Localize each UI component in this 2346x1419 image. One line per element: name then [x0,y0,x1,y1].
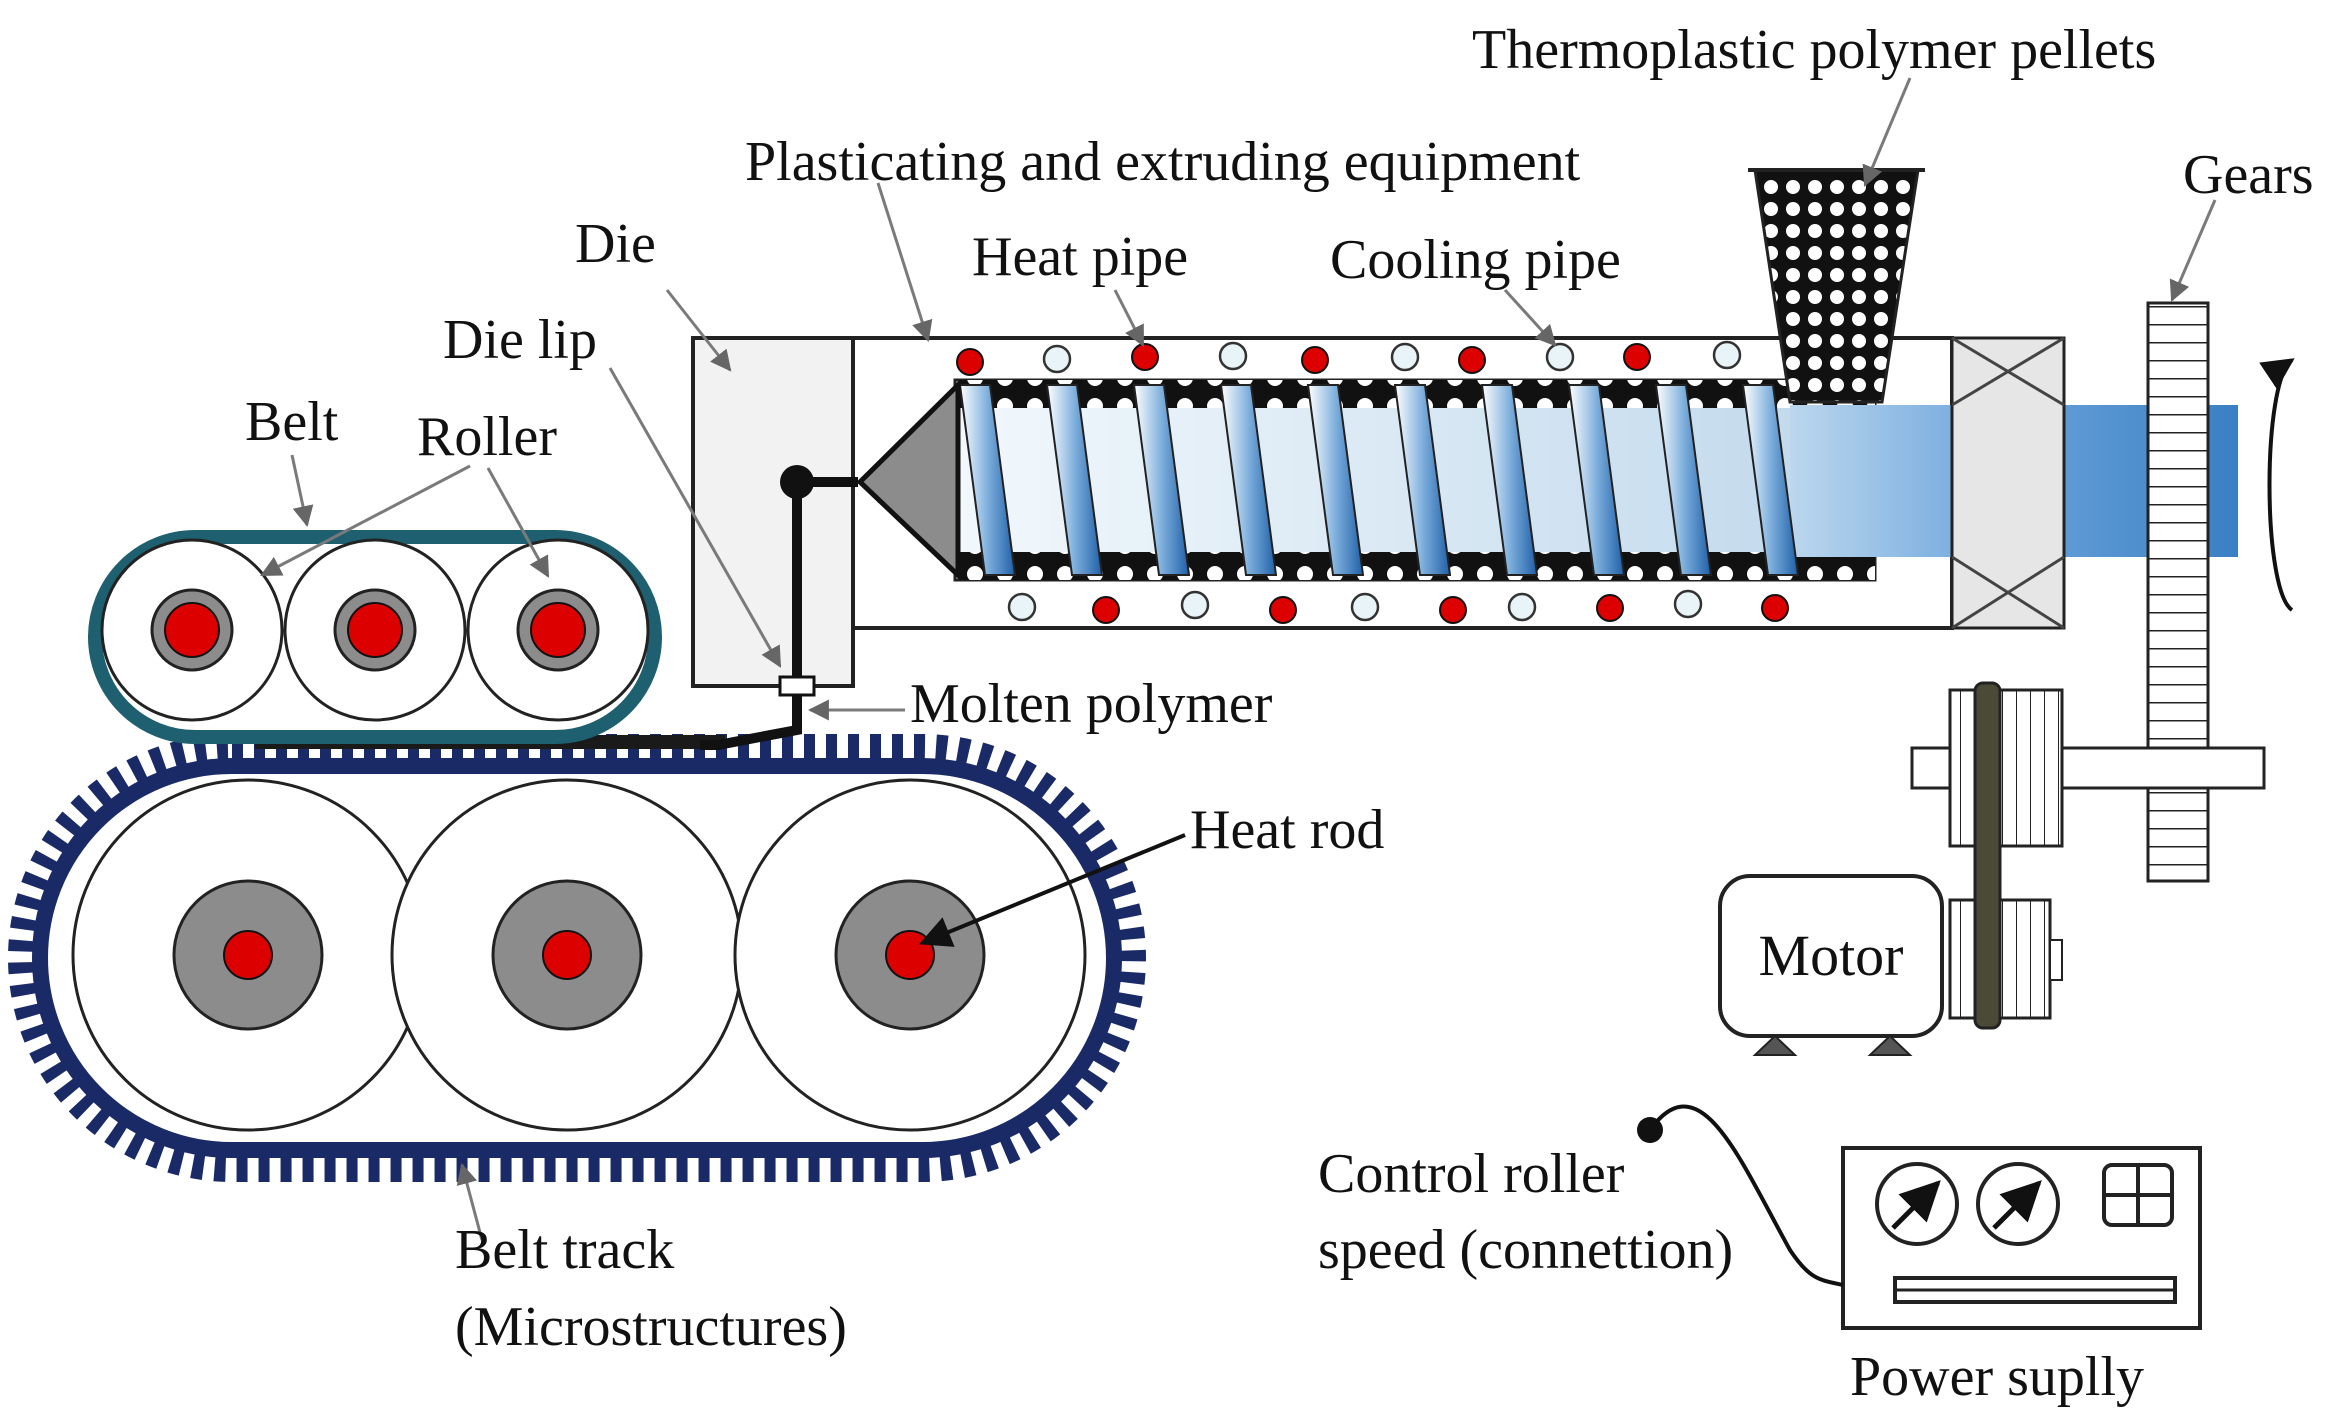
molten-polymer-path [700,477,858,750]
labels: Thermoplastic polymer pellets Plasticati… [245,19,2314,1408]
drive-belt [1973,681,2002,1030]
large-roller-1 [71,778,425,1132]
gear [2146,301,2210,883]
motor-foot-right [1867,1034,1913,1056]
motor-body [1718,874,1944,1038]
label-belt-track-line2: (Microstructures) [455,1296,847,1358]
label-belt-track-line1: Belt track [455,1219,674,1281]
switch-grid [2102,1163,2174,1227]
die-junction [780,465,814,499]
upper-pulley [1948,688,2064,848]
heat-rod-dot-1 [223,930,273,980]
heat-rod-dot-3 [885,930,935,980]
large-roller-2 [390,778,744,1132]
motor-foot-left [1752,1034,1798,1056]
label-die-lip: Die lip [443,309,597,371]
label-molten-polymer: Molten polymer [910,673,1273,735]
large-roller-3 [733,778,1087,1132]
label-heat-rod: Heat rod [1190,799,1384,861]
label-power-supply: Power suplly [1850,1346,2144,1408]
upper-belt [88,530,725,749]
die-lip [778,675,816,697]
rotation-arrow [2259,358,2295,612]
screw-flights [958,384,1800,576]
motor-shaft-stub [2049,939,2063,981]
gauge-2 [1976,1162,2060,1246]
label-belt: Belt [245,391,339,453]
label-control-line1: Control roller [1318,1143,1625,1205]
cooling-pipes [1007,340,1742,622]
label-plasticating: Plasticating and extruding equipment [745,131,1581,193]
control-cable [1648,1104,1844,1287]
small-roller-2 [283,538,467,722]
small-roller-3 [466,538,650,722]
belt-track [8,734,1146,1182]
heat-rod-dot-2 [542,930,592,980]
leader-lines [260,77,2217,1241]
heat-pipes [956,343,1789,624]
power-supply [1637,1104,2202,1330]
small-roller-1 [100,538,284,722]
bearing-housing [1950,336,2066,630]
gear-drive: Motor [1718,301,2295,1056]
motor-label: Motor [1759,923,1904,988]
label-control-line2: speed (connettion) [1318,1219,1733,1281]
cable-end [1637,1117,1663,1143]
label-gears: Gears [2183,144,2314,206]
label-cooling-pipe: Cooling pipe [1330,229,1621,291]
screw-tip [856,379,961,581]
label-die: Die [575,213,656,275]
gauge-1 [1875,1162,1959,1246]
label-heat-pipe: Heat pipe [972,226,1188,288]
label-pellets: Thermoplastic polymer pellets [1472,19,2156,81]
belt-track-teeth [8,734,1146,1182]
extruder [691,168,2238,750]
label-roller: Roller [417,406,557,468]
die-block [691,336,855,688]
